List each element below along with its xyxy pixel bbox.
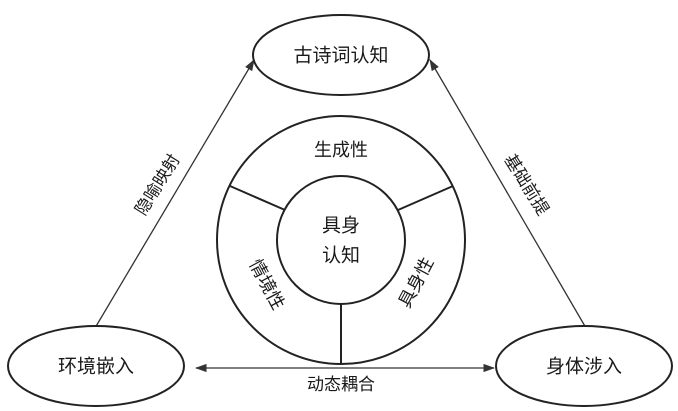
edge-label-bottom: 动态耦合 — [307, 375, 375, 395]
edge-label-right: 基础前提 — [500, 151, 553, 219]
node-top-label: 古诗词认知 — [293, 45, 388, 67]
ring-label-top: 生成性 — [314, 140, 368, 161]
ring-divider-right — [397, 185, 454, 211]
node-top: 古诗词认知 — [252, 14, 430, 96]
arrow-right-to-top — [429, 58, 587, 329]
node-left-label: 环境嵌入 — [58, 356, 134, 378]
node-right: 身体涉入 — [495, 325, 673, 407]
node-right-ellipse — [495, 325, 673, 407]
ring-divider-left — [229, 185, 286, 211]
inner-circle — [276, 175, 406, 305]
core-label-line2: 认知 — [322, 245, 360, 267]
node-left: 环境嵌入 — [7, 325, 185, 407]
arrow-left-to-top — [94, 58, 255, 329]
core-label-line1: 具身 — [322, 215, 360, 237]
node-right-label: 身体涉入 — [546, 356, 622, 378]
edge-label-left: 隐喻映射 — [132, 151, 185, 219]
center-ring: 生成性 情境性 具身性 具身 认知 — [216, 115, 466, 365]
node-top-ellipse — [252, 14, 430, 96]
node-left-ellipse — [7, 325, 185, 407]
